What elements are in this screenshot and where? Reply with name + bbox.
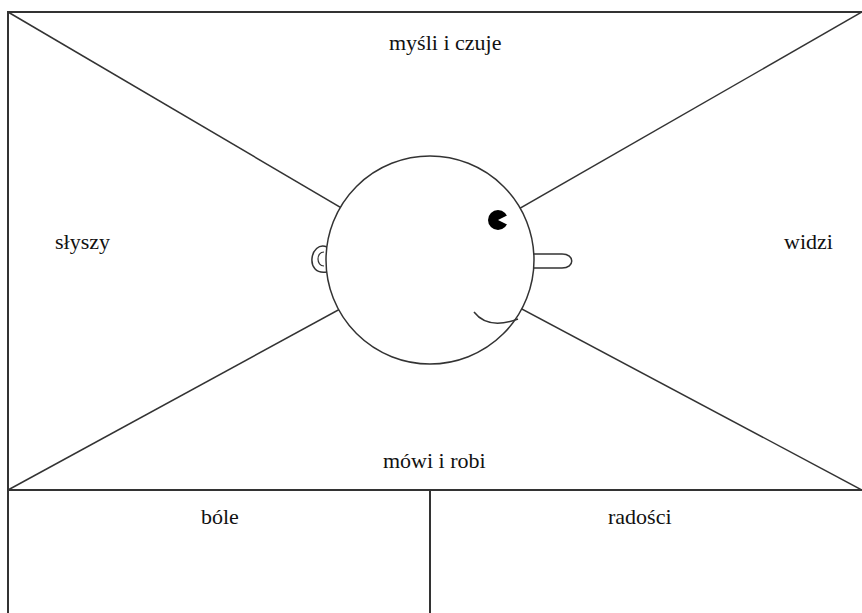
cell-box: radości xyxy=(602,502,678,532)
region-label: słyszy xyxy=(55,229,110,255)
divider-line xyxy=(8,489,862,491)
region-label: myśli i czuje xyxy=(389,30,501,56)
face-nose xyxy=(532,254,572,268)
face-ear xyxy=(312,246,327,272)
divider-line xyxy=(429,490,431,613)
face-head xyxy=(326,156,534,364)
face-ear xyxy=(318,252,324,266)
quadrant-label-box: myśli i czuje xyxy=(383,28,507,58)
quadrant-label-box: mówi i robi xyxy=(377,446,492,476)
region-label: radości xyxy=(608,504,672,530)
region-label: widzi xyxy=(784,229,833,255)
face-eye xyxy=(498,214,510,226)
face-smile xyxy=(474,312,518,323)
outer-frame xyxy=(8,12,862,613)
region-label: bóle xyxy=(201,504,239,530)
region-label: mówi i robi xyxy=(383,448,486,474)
quadrant-label-box: widzi xyxy=(778,227,839,257)
cell-box: bóle xyxy=(195,502,245,532)
quadrant-label-box: słyszy xyxy=(49,227,116,257)
